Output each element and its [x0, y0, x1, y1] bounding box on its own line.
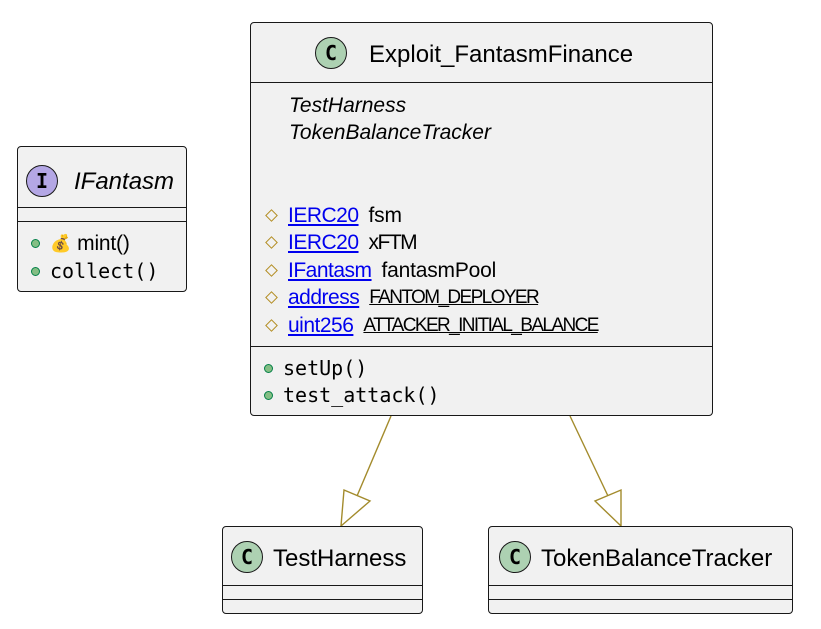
class-divider — [489, 599, 792, 600]
field-type-link[interactable]: IERC20 — [288, 204, 359, 227]
field-visibility-icon — [265, 209, 278, 222]
static-field-name: FANTOM_DEPLOYER — [369, 287, 539, 308]
field-visibility-icon — [265, 319, 278, 332]
field-name: fantasmPool — [381, 259, 497, 282]
interface-name: IFantasm — [74, 168, 175, 195]
field-name: xFTM — [368, 231, 418, 254]
field-row: IFantasm fantasmPool — [264, 260, 496, 281]
arrow-to-testharness — [340, 415, 392, 528]
class-divider — [489, 585, 792, 586]
public-method-icon — [264, 390, 273, 400]
class-stereotype-icon: C — [315, 37, 347, 69]
method-name: mint() — [77, 232, 130, 255]
field-type-link[interactable]: IERC20 — [288, 231, 359, 254]
field-row: IERC20 fsm — [264, 205, 402, 226]
class-divider — [251, 346, 712, 347]
class-stereotype-icon: C — [231, 541, 263, 573]
static-field-name: ATTACKER_INITIAL_BALANCE — [363, 315, 599, 336]
class-name: TestHarness — [273, 545, 407, 572]
class-divider — [251, 82, 712, 83]
method-name: collect() — [50, 259, 159, 283]
field-row: IERC20 xFTM — [264, 231, 418, 254]
field-type-link[interactable]: IFantasm — [288, 259, 372, 282]
class-exploit-fantasmfinance[interactable]: C Exploit_FantasmFinance TestHarness Tok… — [250, 22, 713, 416]
class-stereotype-icon: C — [499, 541, 531, 573]
interface-divider — [18, 221, 186, 222]
public-method-icon — [31, 239, 40, 248]
parent-note: TestHarness — [289, 94, 407, 117]
field-row: address FANTOM_DEPLOYER — [264, 286, 540, 309]
field-type-link[interactable]: address — [288, 286, 360, 309]
public-method-icon — [264, 363, 273, 373]
class-divider — [223, 585, 422, 586]
field-type-link[interactable]: uint256 — [288, 314, 354, 337]
field-visibility-icon — [265, 236, 278, 249]
money-bag-icon: 💰 — [50, 234, 72, 253]
method-name: test_attack() — [283, 383, 440, 407]
class-name: TokenBalanceTracker — [541, 545, 773, 572]
class-name: Exploit_FantasmFinance — [369, 41, 634, 68]
interface-ifantasm[interactable]: I IFantasm 💰 mint() collect() — [17, 146, 187, 292]
public-method-icon — [31, 266, 40, 276]
method-row-collect: collect() — [31, 261, 158, 281]
class-testharness[interactable]: C TestHarness — [222, 526, 423, 614]
method-row-mint: 💰 mint() — [31, 233, 130, 254]
method-row: test_attack() — [264, 385, 440, 405]
field-row: uint256 ATTACKER_INITIAL_BALANCE — [264, 314, 599, 337]
interface-divider — [18, 207, 186, 208]
field-visibility-icon — [265, 291, 278, 304]
parent-note: TokenBalanceTracker — [289, 121, 491, 144]
method-name: setUp() — [283, 356, 368, 380]
class-divider — [223, 599, 422, 600]
field-name: fsm — [368, 204, 402, 227]
method-row: setUp() — [264, 358, 367, 378]
field-visibility-icon — [265, 264, 278, 277]
arrow-to-tokenbalancetracker — [569, 415, 622, 528]
class-tokenbalancetracker[interactable]: C TokenBalanceTracker — [488, 526, 793, 614]
interface-stereotype-icon: I — [26, 165, 58, 197]
